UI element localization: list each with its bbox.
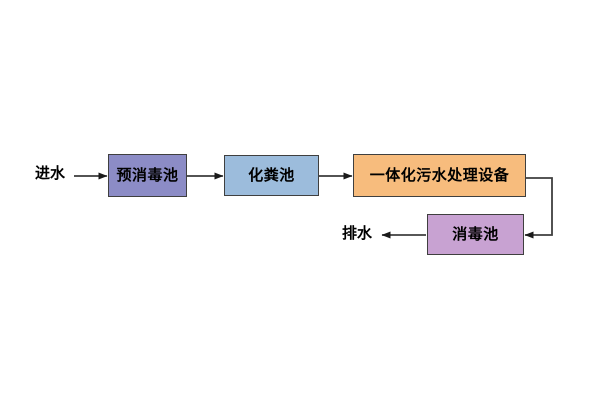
node-label-disinfection-tank: 消毒池 xyxy=(452,225,499,243)
node-septic-tank[interactable]: 化粪池 xyxy=(224,155,319,196)
node-integrated-equipment[interactable]: 一体化污水处理设备 xyxy=(353,154,526,197)
node-pre-disinfection[interactable]: 预消毒池 xyxy=(108,154,187,197)
node-disinfection-tank[interactable]: 消毒池 xyxy=(427,214,524,255)
edge-integrated-equipment-to-disinfection-tank xyxy=(524,177,553,239)
endpoint-label-effluent: 排水 xyxy=(342,224,373,242)
node-label-integrated-equipment: 一体化污水处理设备 xyxy=(369,166,510,184)
node-label-pre-disinfection: 预消毒池 xyxy=(116,166,179,184)
endpoint-label-influent: 进水 xyxy=(35,164,66,182)
node-label-septic-tank: 化粪池 xyxy=(248,166,295,184)
